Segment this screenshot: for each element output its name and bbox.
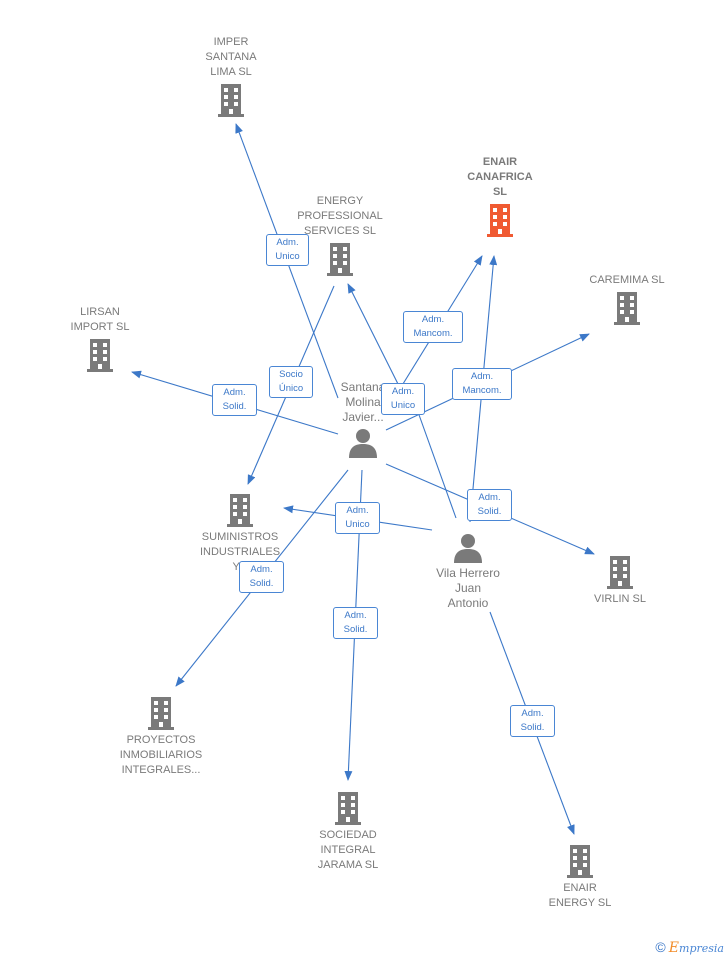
relation-tag-adm-solid[interactable]: Adm. Solid. [510,705,555,737]
company-enair-canafrica[interactable]: ENAIR CANAFRICA SL [435,155,565,240]
relation-tag-adm-solid[interactable]: Adm. Solid. [239,561,284,593]
company-label: PROYECTOS INMOBILIARIOS INTEGRALES... [119,734,203,776]
relation-tag-adm-unico[interactable]: Adm. Unico [335,502,380,534]
company-label: SUMINISTROS INDUSTRIALES Y... [199,531,281,573]
relation-tag-adm-solid[interactable]: Adm. Solid. [333,607,378,639]
company-label: SOCIEDAD INTEGRAL JARAMA SL [317,829,379,871]
company-label: ENAIR CANAFRICA SL [467,156,533,198]
company-label: ENAIR ENERGY SL [548,882,612,909]
company-suministros-industriales[interactable]: SUMINISTROS INDUSTRIALES Y... [175,490,305,575]
company-label: IMPER SANTANA LIMA SL [205,36,257,78]
edge-vila-energy [417,411,457,519]
company-proyectos-inmobiliarios[interactable]: PROYECTOS INMOBILIARIOS INTEGRALES... [96,693,226,778]
person-label: Santana Molina Javier... [340,380,386,424]
person-vila-herrero-juan-antonio[interactable]: Vila Herrero Juan Antonio [413,530,523,611]
company-imper-santana-lima[interactable]: IMPER SANTANA LIMA SL [166,35,296,120]
relation-tag-adm-unico[interactable]: Adm. Unico [266,234,309,266]
building-icon [327,243,353,276]
relation-tag-adm-solid[interactable]: Adm. Solid. [212,384,257,416]
building-icon [218,84,244,117]
building-icon [87,339,113,372]
person-icon [349,429,377,458]
person-santana-molina-javier[interactable]: Santana Molina Javier... [308,380,418,461]
edge-santana-energy [347,283,406,399]
relation-tag-adm-mancom[interactable]: Adm. Mancom. [452,368,512,400]
building-icon [487,204,513,237]
building-icon [567,845,593,878]
company-caremima[interactable]: CAREMIMA SL [562,273,692,328]
company-energy-professional-services[interactable]: ENERGY PROFESSIONAL SERVICES SL [275,194,405,279]
person-label: Vila Herrero Juan Antonio [436,566,500,610]
building-icon [227,494,253,527]
person-icon [454,534,482,563]
company-label: ENERGY PROFESSIONAL SERVICES SL [297,195,383,237]
company-label: LIRSAN IMPORT SL [70,306,130,333]
empresia-watermark: © Empresia [655,939,724,956]
relation-tag-adm-solid[interactable]: Adm. Solid. [467,489,512,521]
building-icon [148,697,174,730]
company-sociedad-integral-jarama[interactable]: SOCIEDAD INTEGRAL JARAMA SL [283,788,413,873]
company-lirsan-import[interactable]: LIRSAN IMPORT SL [35,305,165,375]
company-label: VIRLIN SL [594,593,646,605]
building-icon [335,792,361,825]
relation-tag-adm-mancom[interactable]: Adm. Mancom. [403,311,463,343]
copyright-symbol: © [655,939,666,955]
relation-tag-socio-unico[interactable]: Socio Único [269,366,313,398]
relation-tag-adm-unico[interactable]: Adm. Unico [381,383,425,415]
brand-logo: Empresia [668,940,724,956]
building-icon [607,556,633,589]
company-virlin[interactable]: VIRLIN SL [555,552,685,607]
company-label: CAREMIMA SL [589,274,665,286]
company-enair-energy[interactable]: ENAIR ENERGY SL [515,841,645,911]
building-icon [614,292,640,325]
